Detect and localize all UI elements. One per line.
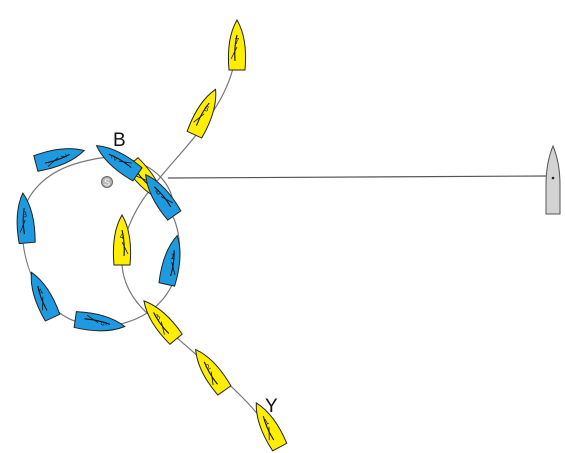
- committee-boat-icon: [546, 146, 560, 214]
- blue-boat-3: 3: [14, 192, 36, 243]
- blue-boat-4: 4: [24, 269, 61, 322]
- yellow-boat-2: 2: [189, 345, 232, 396]
- start-line: [168, 176, 548, 178]
- starting-mark-icon: S: [102, 177, 113, 188]
- yellow-track: [122, 45, 275, 440]
- blue-boat-5: 5: [74, 311, 126, 335]
- starting-mark-label: S: [104, 178, 110, 188]
- blue-fleet-label: B: [113, 130, 126, 151]
- yellow-boat-number: 7: [235, 37, 240, 46]
- yellow-fleet-label: Y: [265, 396, 278, 417]
- yellow-boat-number: 4: [120, 232, 125, 241]
- yellow-boat-7: 7: [228, 20, 245, 70]
- yellow-boat-4: 4: [113, 215, 130, 265]
- blue-boat-7: 7: [34, 142, 87, 172]
- blue-boat-1: 1: [158, 234, 185, 286]
- yellow-boat-6: 6: [187, 86, 224, 139]
